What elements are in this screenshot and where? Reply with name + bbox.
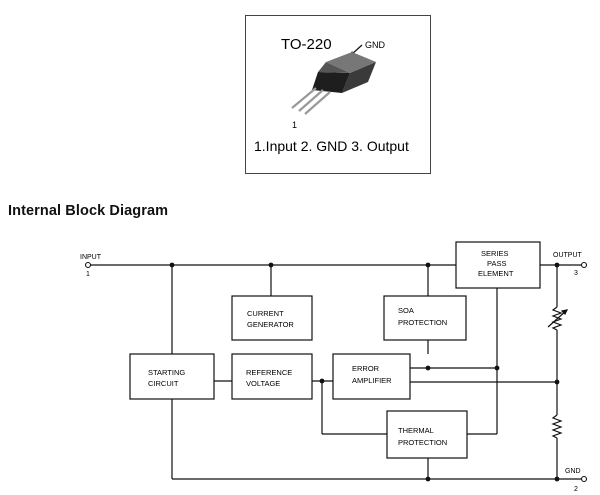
thermal-protection-line2: PROTECTION — [398, 438, 447, 447]
error-amplifier-block — [332, 353, 411, 400]
error-amplifier-line1: ERROR — [352, 364, 380, 373]
gnd-label: GND — [565, 468, 581, 475]
thermal-protection-block — [386, 410, 468, 459]
current-generator-line1: CURRENT — [247, 309, 284, 318]
output-number: 3 — [574, 270, 578, 277]
package-gnd-label: GND — [365, 40, 386, 50]
thermal-protection-line1: THERMAL — [398, 426, 434, 435]
package-illustration: TO-220 GND 1 1.Input 2. GND 3. Output — [254, 36, 409, 154]
output-label: OUTPUT — [553, 252, 583, 259]
series-pass-element-block — [455, 241, 541, 289]
input-label: INPUT — [80, 254, 102, 261]
starting-circuit-line2: CIRCUIT — [148, 379, 179, 388]
gnd-number: 2 — [574, 486, 578, 493]
series-pass-line3: ELEMENT — [478, 269, 514, 278]
series-pass-line2: PASS — [487, 259, 506, 268]
package-name: TO-220 — [281, 36, 332, 53]
soa-protection-line2: PROTECTION — [398, 318, 447, 327]
series-pass-line1: SERIES — [481, 249, 509, 258]
starting-circuit-block — [129, 353, 215, 400]
resistor-upper-icon — [547, 306, 569, 331]
current-generator-block — [231, 295, 313, 341]
reference-voltage-block — [231, 353, 313, 400]
current-generator-line2: GENERATOR — [247, 320, 294, 329]
error-amplifier-line2: AMPLIFIER — [352, 376, 392, 385]
pinout-caption: 1.Input 2. GND 3. Output — [254, 138, 409, 154]
diagram-title: Internal Block Diagram — [8, 203, 169, 219]
resistor-lower-icon — [551, 414, 563, 439]
pin1-label: 1 — [292, 120, 297, 130]
output-terminal — [580, 261, 588, 269]
terminals — [84, 261, 588, 483]
transistor-icon — [291, 52, 376, 115]
junction-dots — [169, 262, 560, 482]
soa-protection-line1: SOA — [398, 306, 414, 315]
block-labels: STARTING CIRCUIT CURRENT GENERATOR REFER… — [148, 249, 514, 447]
input-terminal — [84, 261, 92, 269]
gnd-terminal — [580, 475, 588, 483]
starting-circuit-line1: STARTING — [148, 368, 185, 377]
package-box — [245, 15, 431, 174]
soa-protection-block — [383, 295, 467, 341]
reference-voltage-line2: VOLTAGE — [246, 379, 280, 388]
reference-voltage-line1: REFERENCE — [246, 368, 292, 377]
input-number: 1 — [86, 271, 90, 278]
